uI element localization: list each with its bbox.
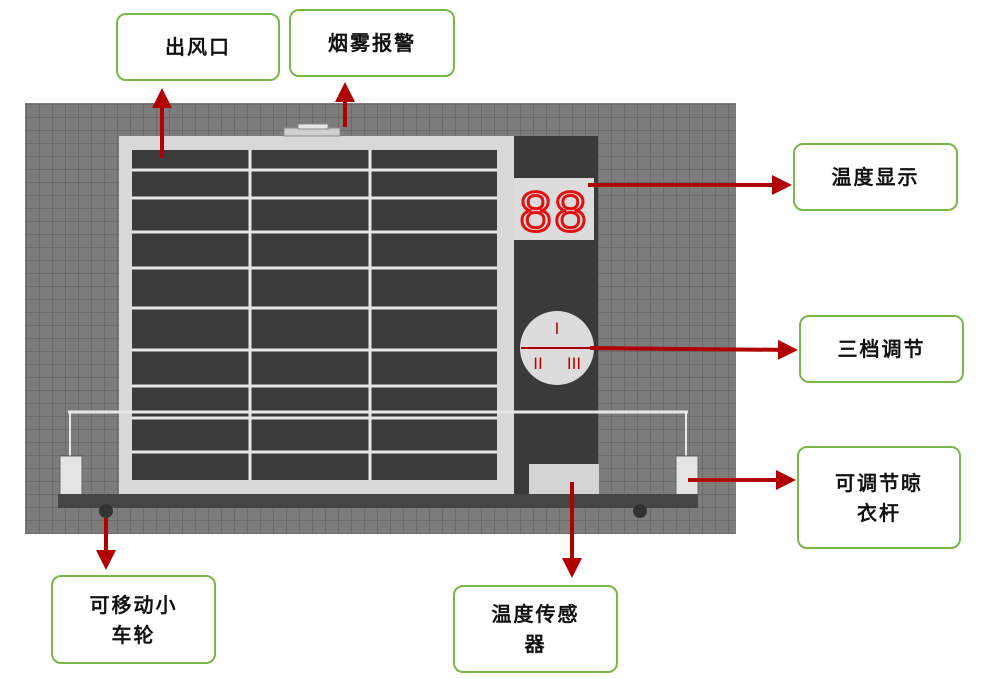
label-temp-sensor-line1: 温度传感 <box>491 602 580 626</box>
temperature-sensor <box>529 464 599 496</box>
arrow-three-speed <box>589 339 798 360</box>
label-temp-display: 温度显示 <box>793 143 958 211</box>
wheel-left <box>99 504 113 518</box>
knob-mark-left: II <box>533 354 542 373</box>
label-smoke-alarm: 烟雾报警 <box>289 9 455 77</box>
wheel-right <box>633 504 647 518</box>
label-air-outlet-text: 出风口 <box>165 35 231 59</box>
annotation-arrows <box>96 82 798 578</box>
label-temp-display-text: 温度显示 <box>831 165 920 189</box>
label-wheels-line1: 可移动小 <box>89 592 178 617</box>
temperature-display <box>514 178 594 240</box>
label-drying-rack-line2: 衣杆 <box>857 500 901 525</box>
label-wheels: 可移动小 车轮 <box>51 575 216 664</box>
label-drying-rack-line1: 可调节晾 <box>835 470 923 495</box>
label-temp-sensor: 温度传感 器 <box>453 585 618 673</box>
cart-base <box>58 494 698 508</box>
smoke-alarm-device <box>283 123 341 137</box>
vent-bars <box>248 150 372 480</box>
vent-slats <box>132 168 497 454</box>
label-temp-sensor-line2: 器 <box>524 632 547 656</box>
temperature-digits: 88 <box>518 184 588 249</box>
label-wheels-line2: 车轮 <box>111 622 156 647</box>
knob-mark-top: I <box>555 319 560 338</box>
vent-grille <box>132 150 497 480</box>
label-air-outlet: 出风口 <box>116 13 280 81</box>
label-three-speed: 三档调节 <box>799 315 964 383</box>
speed-knob: I II III <box>520 311 594 385</box>
knob-mark-right: III <box>567 354 581 373</box>
label-drying-rack: 可调节晾 衣杆 <box>797 446 961 549</box>
label-three-speed-text: 三档调节 <box>837 337 926 361</box>
label-smoke-alarm-text: 烟雾报警 <box>328 31 416 55</box>
drying-rack <box>59 410 699 497</box>
